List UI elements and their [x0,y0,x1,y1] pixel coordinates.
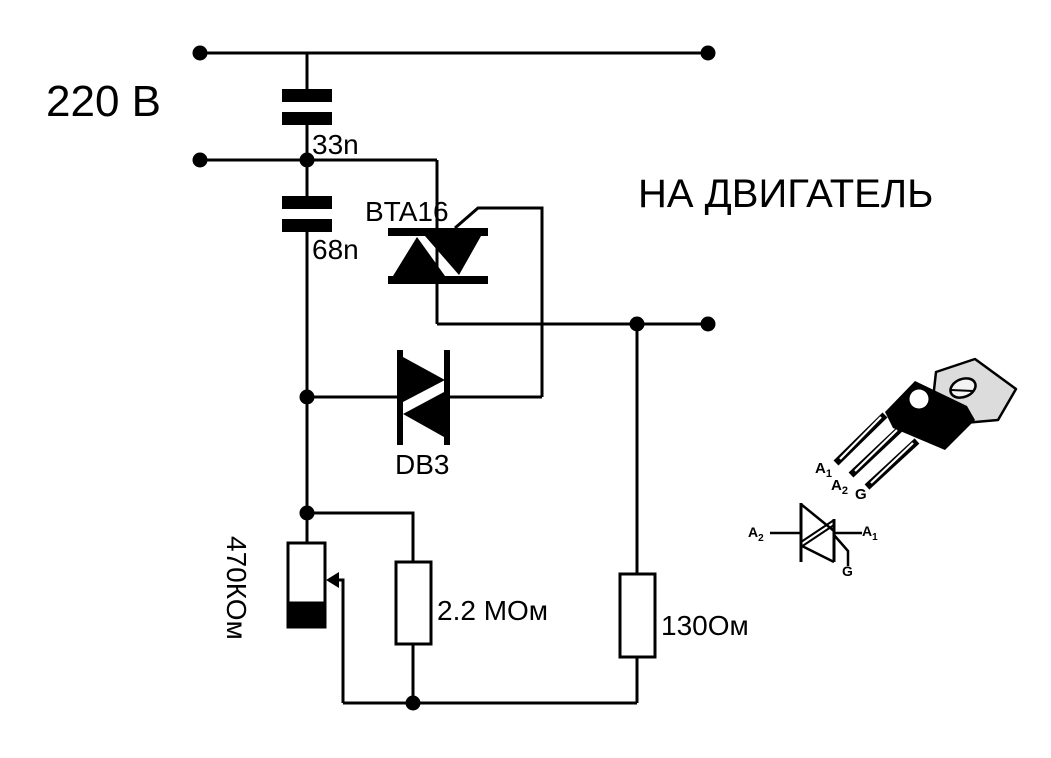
to220-package-illustration [833,357,1018,490]
symbol-pin-a1-label: A1 [862,523,878,543]
capacitor-c2-symbol [282,196,332,232]
package-pin-a2-label: A2 [831,477,848,497]
triac-symbol [388,228,488,284]
to220-leads [833,412,920,490]
symbol-pin-g-label: G [842,563,853,579]
resistor-r1-symbol [394,560,433,646]
wiper-arrow [326,572,339,588]
to220-body-hole [909,389,929,409]
resistor-r2-symbol [618,572,657,659]
symbol-pin-a2-label: A2 [748,524,764,544]
package-pin-a1-label: A1 [815,460,832,480]
to220-tab-hole [949,377,977,399]
junction-dots [192,45,716,711]
voltage-label: 220 В [46,77,161,126]
resistor-r2-label: 130Ом [661,610,749,641]
resistor-r1-label: 2.2 МОм [437,595,549,626]
potentiometer-label: 470КОм [221,536,252,640]
capacitor-c2-label: 68n [312,234,359,265]
package-pin-g-label: G [855,486,867,503]
potentiometer-symbol [286,541,339,629]
to220-body [885,381,975,450]
capacitor-c1-label: 33n [312,129,359,160]
diac-part-label: DB3 [395,449,450,480]
wire-r1-top-link [307,511,415,562]
triac-pinout-symbol [770,503,862,566]
triac-part-label: BTA16 [365,196,449,227]
load-label: НА ДВИГАТЕЛЬ [638,172,934,216]
triac-pinout-gate [833,534,850,566]
capacitor-c1-symbol [282,89,332,125]
wire-wiper [339,578,345,703]
diac-symbol [397,350,450,445]
wire-gate [454,206,544,397]
